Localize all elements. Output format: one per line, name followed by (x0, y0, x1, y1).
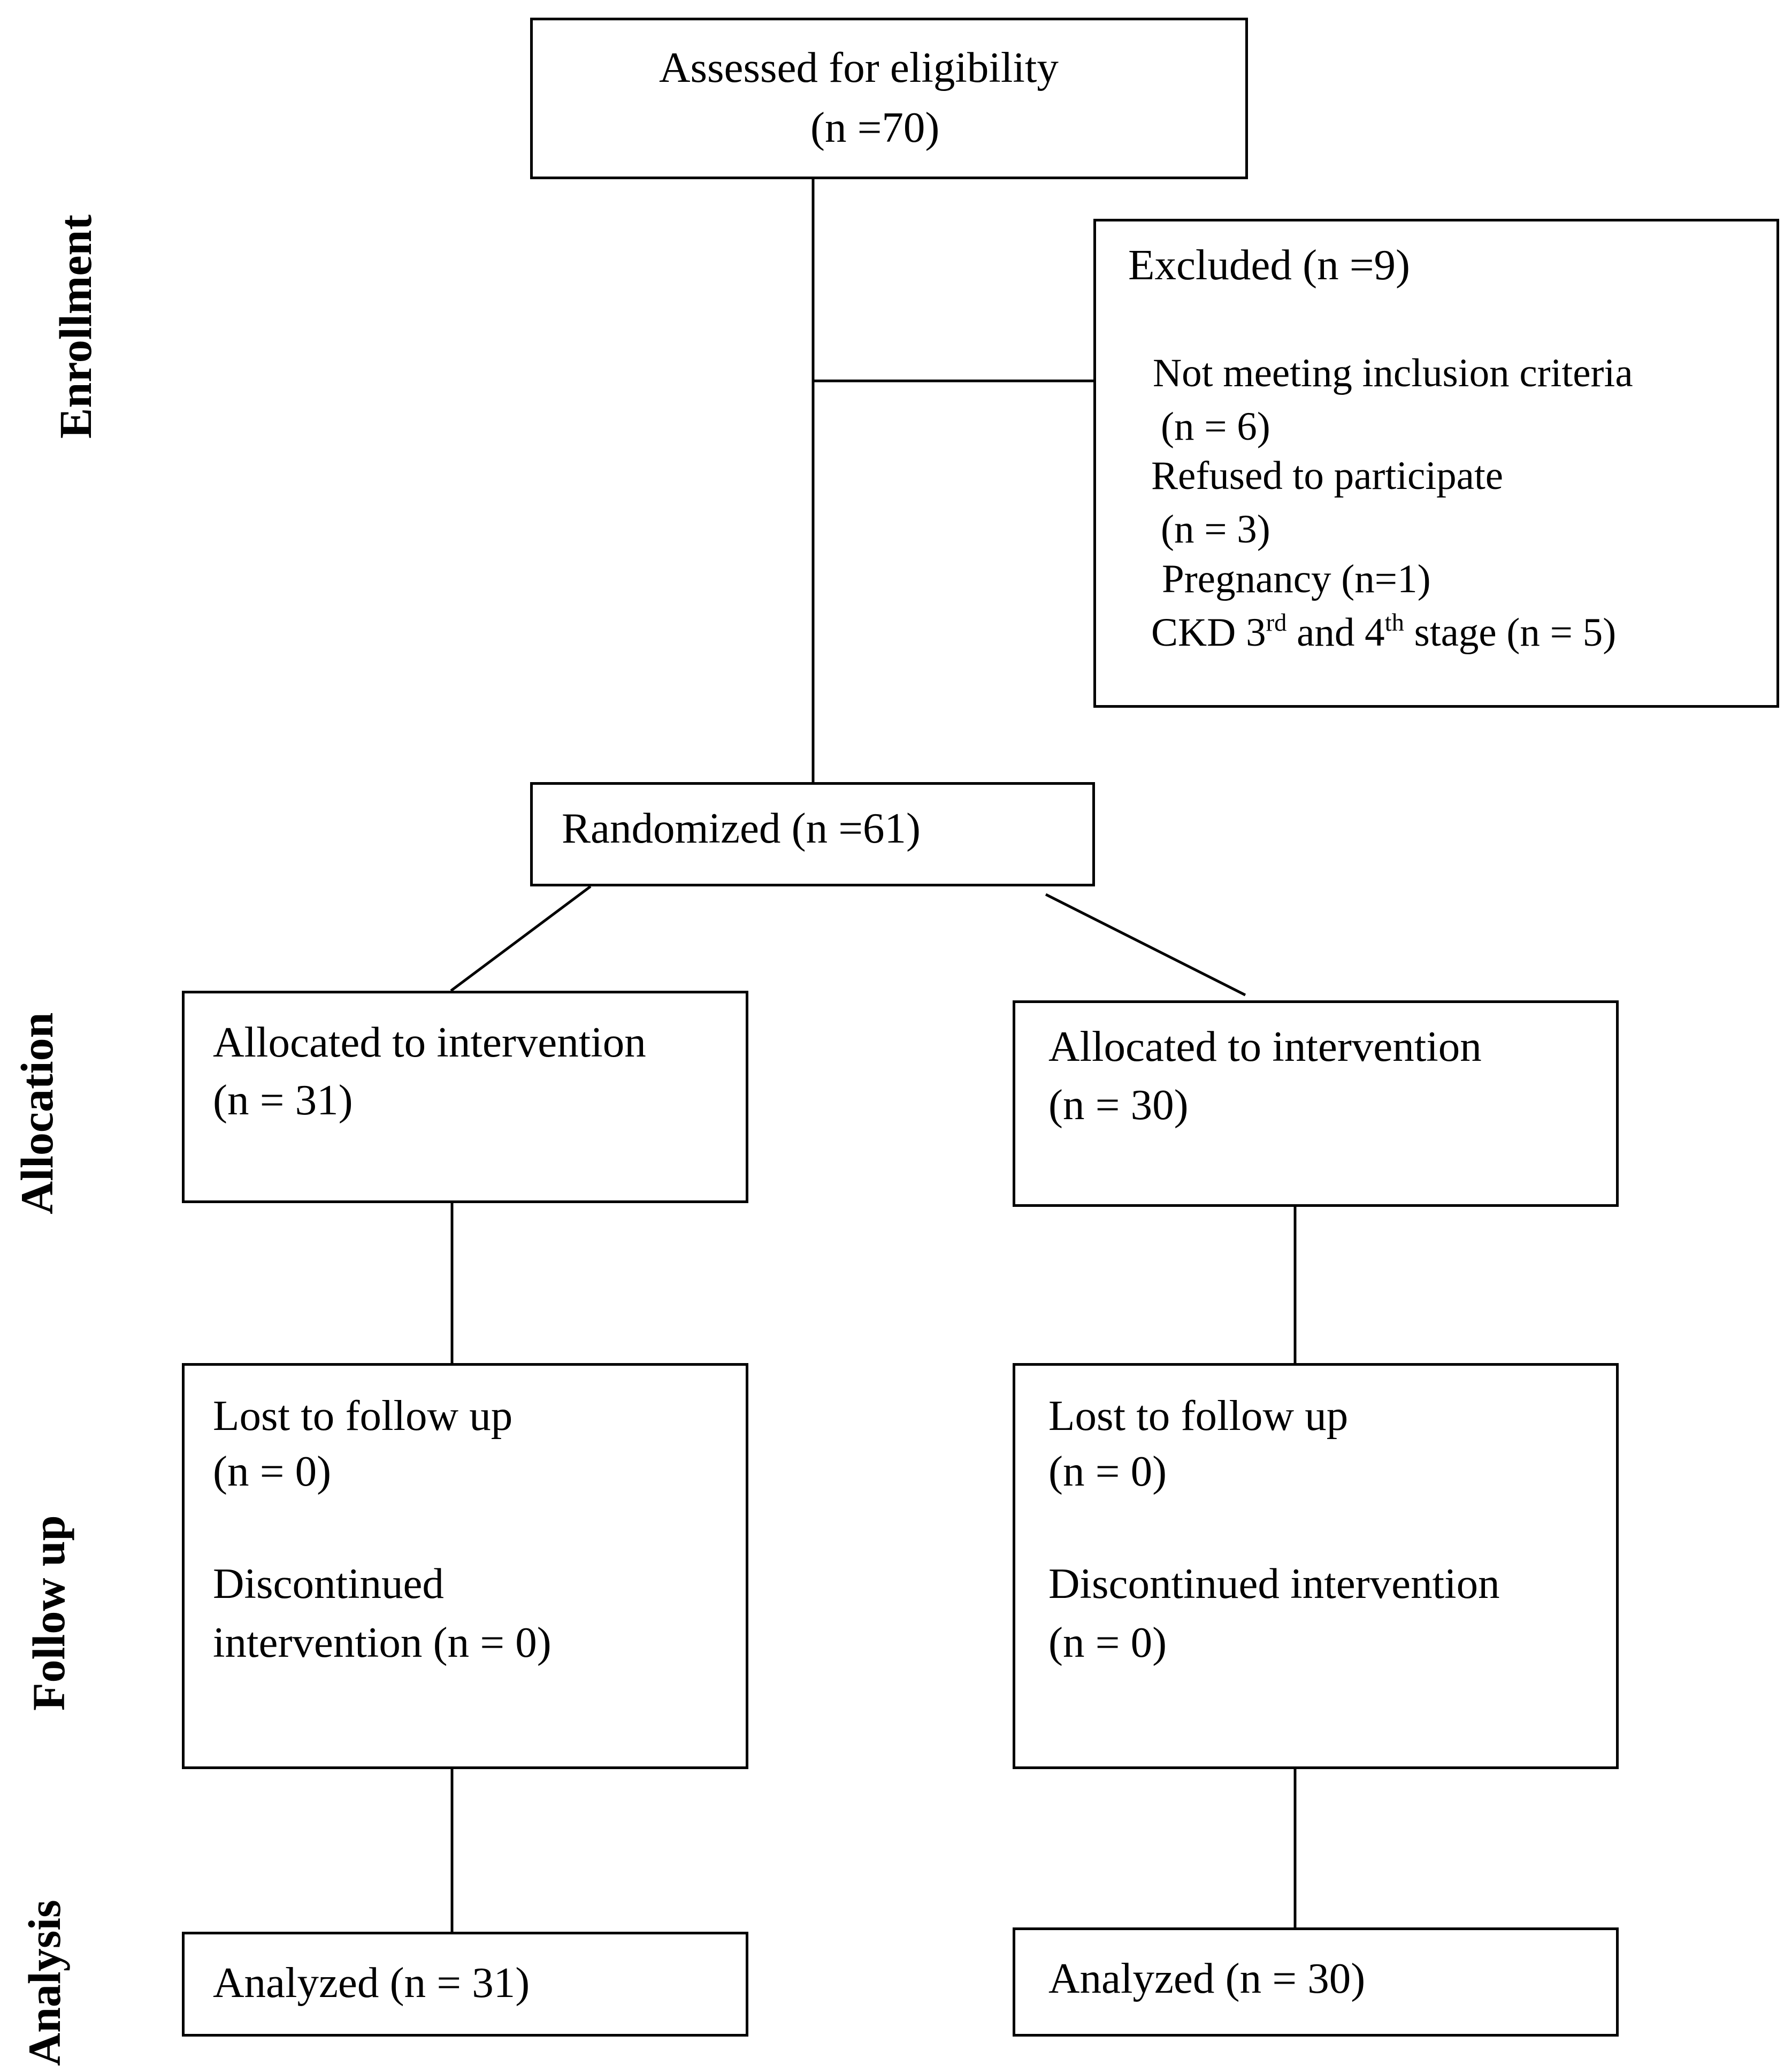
allocation-left-count: (n = 31) (213, 1076, 353, 1124)
randomized-label: Randomized (n =61) (562, 804, 921, 852)
excluded-reason-inclusion: Not meeting inclusion criteria (1153, 351, 1633, 395)
phase-label-enrollment: Enrollment (50, 215, 101, 439)
excluded-reason-refused-count: (n = 3) (1161, 507, 1270, 552)
allocation-right-title: Allocated to intervention (1048, 1022, 1482, 1070)
excluded-box (1093, 219, 1779, 708)
followup-left-lost-count: (n = 0) (213, 1447, 332, 1495)
assessed-box (530, 18, 1248, 179)
allocation-right-box (1013, 1000, 1619, 1207)
connector-randomized-right (1045, 893, 1246, 997)
phase-label-analysis: Analysis (19, 1900, 70, 2066)
ckd-text-suffix: stage (n = 5) (1404, 610, 1617, 655)
assessed-title: Assessed for eligibility (659, 43, 1059, 91)
ckd-text-mid: and 4 (1286, 610, 1385, 655)
connector-randomized-left (450, 885, 592, 992)
ckd-text-prefix: CKD 3 (1151, 610, 1266, 655)
randomized-box (530, 782, 1095, 886)
excluded-reason-ckd: CKD 3rd and 4th stage (n = 5) (1151, 610, 1617, 655)
allocation-left-title: Allocated to intervention (213, 1018, 646, 1066)
assessed-count: (n =70) (810, 103, 940, 151)
allocation-left-box (182, 991, 748, 1203)
allocation-right-count: (n = 30) (1048, 1081, 1189, 1129)
ckd-sup-th: th (1384, 609, 1404, 637)
analysis-right-label: Analyzed (n = 30) (1048, 1954, 1366, 2002)
followup-right-lost: Lost to follow up (1048, 1391, 1349, 1440)
followup-right-discontinued-count: (n = 0) (1048, 1618, 1167, 1666)
excluded-title: Excluded (n =9) (1128, 241, 1411, 289)
analysis-right-box (1013, 1927, 1619, 2037)
analysis-left-box (182, 1932, 748, 2037)
phase-label-allocation: Allocation (11, 1012, 63, 1214)
followup-left-box (182, 1363, 748, 1769)
excluded-reason-refused: Refused to participate (1151, 454, 1504, 498)
followup-right-lost-count: (n = 0) (1048, 1447, 1167, 1495)
followup-right-discontinued: Discontinued intervention (1048, 1559, 1500, 1608)
followup-left-discontinued: Discontinued (213, 1559, 444, 1608)
followup-left-discontinued-count: intervention (n = 0) (213, 1618, 552, 1666)
followup-right-box (1013, 1363, 1619, 1769)
excluded-reason-pregnancy: Pregnancy (n=1) (1162, 557, 1431, 601)
phase-label-follow-up: Follow up (23, 1515, 74, 1711)
analysis-left-label: Analyzed (n = 31) (213, 1958, 530, 2007)
followup-left-lost: Lost to follow up (213, 1391, 513, 1440)
ckd-sup-rd: rd (1266, 609, 1287, 637)
excluded-reason-inclusion-count: (n = 6) (1161, 404, 1270, 449)
